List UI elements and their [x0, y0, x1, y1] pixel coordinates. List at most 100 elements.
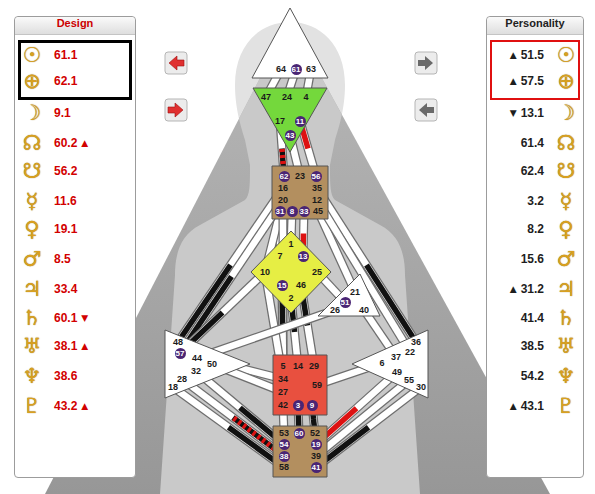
panel-heading: Design	[15, 17, 135, 29]
gate-number: 1	[288, 240, 293, 249]
gate-number: 51	[340, 297, 351, 308]
gate-number: 20	[278, 196, 288, 205]
center-outline	[352, 330, 428, 398]
planet-glyph: ☽	[553, 100, 579, 126]
channel-outline	[317, 200, 410, 352]
activation-row: 54.2♆	[491, 363, 579, 389]
planet-glyph: ☿	[19, 188, 45, 214]
gate-number: 32	[191, 367, 201, 376]
planet-glyph: ♅	[553, 333, 579, 359]
planet-glyph: ⊕	[553, 68, 579, 94]
nav-button	[165, 52, 187, 74]
gate-number: 63	[306, 65, 316, 74]
planet-glyph: ♄	[553, 305, 579, 331]
activation-panel: Design☉61.1⊕62.1☽9.1☊60.2▲☋56.2☿11.6♀19.…	[14, 16, 136, 478]
body-silhouette-inner	[160, 22, 420, 494]
channel-body	[316, 387, 421, 468]
center-outline	[272, 166, 328, 219]
planet-glyph: ♃	[553, 276, 579, 302]
gate-line-value: 57.5	[521, 74, 544, 88]
channel	[317, 200, 410, 352]
activation-row: 15.6 ♂	[491, 246, 579, 272]
gate-number: 37	[391, 353, 401, 362]
gate-number: 40	[359, 306, 369, 315]
gate-number: 45	[313, 207, 323, 216]
planet-glyph: ♂	[553, 246, 579, 272]
planet-glyph: ☉	[19, 42, 45, 68]
direction-arrow: ▲	[510, 401, 517, 411]
planet-glyph: ☊	[19, 130, 45, 156]
gate-number: 56	[311, 171, 322, 182]
center-outline	[273, 426, 327, 477]
gate-number: 43	[285, 130, 296, 141]
channel-head-carrier	[316, 387, 421, 468]
energy-center: 215126 40	[316, 272, 382, 318]
nav-button	[165, 99, 187, 121]
body-silhouette	[160, 22, 420, 494]
activation-row: ♄ 60.1 ▼	[19, 305, 131, 331]
gate-number: 42	[278, 401, 288, 410]
channel-outline	[173, 387, 284, 468]
planet-glyph: ♄	[19, 305, 45, 331]
gate-number: 9	[307, 400, 318, 411]
gate-line-value: 3.2	[527, 194, 544, 208]
gate-number: 61	[291, 64, 302, 75]
gate-number: 26	[330, 306, 340, 315]
gate-number: 47	[261, 93, 271, 102]
gate-number: 15	[277, 280, 288, 291]
gate-line-value: 51.5	[521, 48, 544, 62]
gate-line-value: 33.4	[54, 282, 77, 296]
planet-glyph: ♆	[19, 363, 45, 389]
direction-arrow: ▼	[510, 108, 517, 118]
direction-arrow: ▲	[81, 401, 88, 411]
center-outline	[273, 355, 327, 415]
planet-glyph: ♇	[19, 393, 45, 419]
planet-glyph: ⊕	[19, 68, 45, 94]
planet-glyph: ♂	[19, 246, 45, 272]
gate-number: 7	[277, 252, 282, 261]
gate-number: 30	[416, 383, 426, 392]
planet-glyph: ☉	[553, 42, 579, 68]
gate-number: 2	[288, 294, 293, 303]
planet-glyph: ☋	[553, 158, 579, 184]
gate-number: 39	[311, 452, 321, 461]
channel-body	[182, 379, 284, 456]
planet-glyph: ☊	[553, 130, 579, 156]
gate-number: 14	[293, 362, 303, 371]
gate-number: 48	[173, 338, 183, 347]
energy-center: 646163	[250, 6, 330, 80]
activation-row: ☋56.2	[19, 158, 131, 184]
gate-number: 59	[312, 381, 322, 390]
gate-number: 18	[168, 383, 178, 392]
activation-row: ♂8.5	[19, 246, 131, 272]
gate-number: 25	[312, 268, 322, 277]
channel-head-carrier	[182, 379, 284, 456]
gate-line-value: 11.6	[54, 194, 77, 208]
gate-line-value: 61.1	[54, 48, 77, 62]
channel-body	[316, 380, 409, 456]
gate-number: 13	[298, 251, 309, 262]
activation-row: ▼13.1☽	[491, 100, 579, 126]
gate-number: 4	[303, 93, 308, 102]
direction-arrow: ▲	[81, 138, 88, 148]
gate-number: 49	[392, 368, 402, 377]
gate-number: 11	[295, 116, 306, 127]
gate-number: 35	[312, 184, 322, 193]
gate-line-value: 15.6	[521, 252, 544, 266]
gate-number: 50	[207, 360, 217, 369]
direction-arrow: ▲	[510, 50, 517, 60]
gate-line-value: 60.1	[54, 311, 77, 325]
channel-body	[173, 387, 284, 468]
activation-row: 41.4♄	[491, 305, 579, 331]
gate-number: 6	[379, 359, 384, 368]
gate-line-value: 38.5	[521, 339, 544, 353]
gate-number: 21	[350, 288, 360, 297]
direction-arrow: ▼	[81, 313, 88, 323]
activation-row: ♅38.1▲	[19, 333, 131, 359]
gate-number: 22	[405, 348, 415, 357]
activation-row: ▲43.1♇	[491, 393, 579, 419]
gate-number: 28	[177, 375, 187, 384]
gate-line-value: 61.4	[521, 136, 544, 150]
planet-glyph: ♀	[553, 216, 579, 242]
